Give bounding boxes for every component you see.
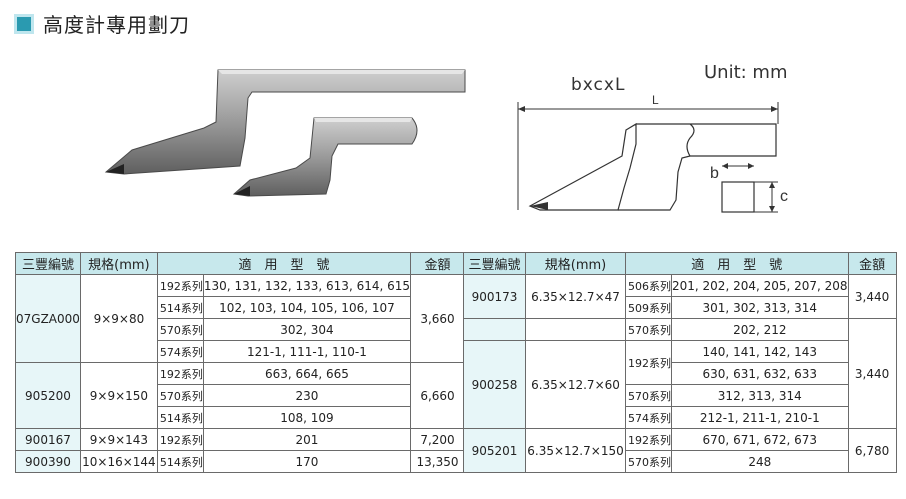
- item-code: 905201: [463, 428, 526, 473]
- item-code: 900258: [463, 340, 526, 429]
- item-code: 905200: [15, 362, 81, 429]
- series-label: 574系列: [625, 406, 672, 429]
- table-row: 570系列 202, 212 3,440: [463, 318, 897, 429]
- series-label: 192系列: [625, 340, 672, 385]
- series-label: 570系列: [156, 318, 204, 341]
- table-row: 570系列 230: [16, 384, 465, 407]
- table-row: 570系列 312, 313, 314: [464, 384, 897, 407]
- dimension-formula: bxcxL: [571, 75, 626, 95]
- header-spec: 規格(mm): [79, 252, 158, 275]
- item-spec: 6.35×12.7×60: [525, 340, 626, 429]
- item-price: 3,440: [847, 318, 897, 429]
- label-b: b: [710, 165, 719, 182]
- table-row: 900258 6.35×12.7×60 192系列 140, 141, 142,…: [463, 340, 897, 429]
- header-models: 適 用 型 號: [625, 252, 849, 275]
- model-list: 202, 212: [671, 318, 849, 341]
- page-title: 高度計專用劃刀: [43, 13, 190, 37]
- model-list: 301, 302, 313, 314: [671, 296, 849, 319]
- left-price-table: 三豐編號 規格(mm) 適 用 型 號 金額 07GZA000 9×9×80 1…: [15, 252, 466, 473]
- header-code: 三豐編號: [463, 252, 526, 275]
- title-square-icon: [14, 13, 34, 34]
- table-row: 574系列 212-1, 211-1, 210-1: [464, 406, 897, 429]
- item-spec: 9×9×143: [79, 428, 158, 451]
- table-row: 514系列 108, 109: [16, 406, 465, 429]
- model-list: 248: [671, 450, 849, 473]
- series-label: 570系列: [156, 384, 204, 407]
- item-price: 3,440: [847, 274, 897, 319]
- item-price: 7,200: [410, 428, 466, 451]
- table-row: 570系列 248: [464, 450, 897, 473]
- header-code: 三豐編號: [15, 252, 81, 275]
- item-code: 900390: [15, 450, 81, 473]
- table-row: 900390 10×16×144 514系列 170 13,350: [15, 450, 466, 473]
- right-price-table: 三豐編號 規格(mm) 適 用 型 號 金額 900173 6.35×12.7×…: [463, 252, 897, 473]
- title-bar: 高度計專用劃刀: [14, 9, 190, 38]
- model-list: 102, 103, 104, 105, 106, 107: [202, 296, 412, 319]
- model-list: 212-1, 211-1, 210-1: [671, 406, 849, 429]
- dimension-diagram: L b c: [517, 93, 788, 213]
- table-row: 900167 9×9×143 192系列 201 7,200: [15, 428, 466, 451]
- series-label: 506系列: [625, 274, 672, 297]
- large-blade: [104, 69, 466, 175]
- label-c: c: [780, 188, 788, 205]
- table-row: 07GZA000 9×9×80 192系列 130, 131, 132, 133…: [15, 274, 466, 363]
- item-price: 13,350: [410, 450, 466, 473]
- small-blade: [232, 117, 418, 197]
- unit-label: Unit: mm: [704, 62, 788, 83]
- header-spec: 規格(mm): [525, 252, 626, 275]
- table-row: 905200 9×9×150 192系列 663, 664, 665 6,660: [15, 362, 466, 429]
- scriber-photo: [104, 69, 466, 197]
- series-label: 570系列: [625, 384, 672, 407]
- item-price: 6,660: [410, 362, 466, 429]
- item-code: 900167: [15, 428, 81, 451]
- series-label: 509系列: [625, 296, 672, 319]
- table-row: 905201 6.35×12.7×150 192系列 670, 671, 672…: [463, 428, 897, 473]
- model-list: 630, 631, 632, 633: [671, 362, 849, 385]
- item-price: 6,780: [847, 428, 897, 473]
- series-label: 192系列: [625, 428, 672, 451]
- header-price: 金額: [847, 252, 897, 275]
- item-code: 07GZA000: [15, 274, 81, 363]
- series-label: 192系列: [156, 428, 204, 451]
- item-code-continued: [463, 318, 526, 341]
- table-row: 509系列 301, 302, 313, 314: [464, 296, 897, 319]
- header-price: 金額: [410, 252, 466, 275]
- model-list: 108, 109: [202, 406, 412, 429]
- item-spec: 6.35×12.7×150: [525, 428, 626, 473]
- model-list: 121-1, 111-1, 110-1: [202, 340, 412, 363]
- item-spec-continued: [525, 318, 626, 341]
- series-label: 570系列: [625, 318, 672, 341]
- item-spec: 10×16×144: [79, 450, 158, 473]
- model-list: 670, 671, 672, 673: [671, 428, 849, 451]
- table-row: 900173 6.35×12.7×47 506系列 201, 202, 204,…: [463, 274, 897, 319]
- model-list: 140, 141, 142, 143: [671, 340, 849, 363]
- series-label: 514系列: [156, 406, 204, 429]
- series-label: 514系列: [156, 296, 204, 319]
- model-list: 663, 664, 665: [202, 362, 412, 385]
- series-label: 570系列: [625, 450, 672, 473]
- model-list: 201, 202, 204, 205, 207, 208: [671, 274, 849, 297]
- series-label: 574系列: [156, 340, 204, 363]
- item-spec: 9×9×150: [79, 362, 158, 429]
- item-spec: 6.35×12.7×47: [525, 274, 626, 319]
- model-list: 230: [202, 384, 412, 407]
- model-list: 170: [202, 450, 412, 473]
- model-list: 130, 131, 132, 133, 613, 614, 615: [202, 274, 412, 297]
- table-row: 630, 631, 632, 633: [464, 362, 897, 385]
- series-label: 192系列: [156, 362, 204, 385]
- model-list: 312, 313, 314: [671, 384, 849, 407]
- model-list: 201: [202, 428, 412, 451]
- label-L: L: [652, 93, 659, 107]
- item-code: 900173: [463, 274, 526, 319]
- series-label: 192系列: [156, 274, 204, 297]
- item-price: 3,660: [410, 274, 466, 363]
- header-models: 適 用 型 號: [156, 252, 412, 275]
- series-label: 514系列: [156, 450, 204, 473]
- item-spec: 9×9×80: [79, 274, 158, 363]
- model-list: 302, 304: [202, 318, 412, 341]
